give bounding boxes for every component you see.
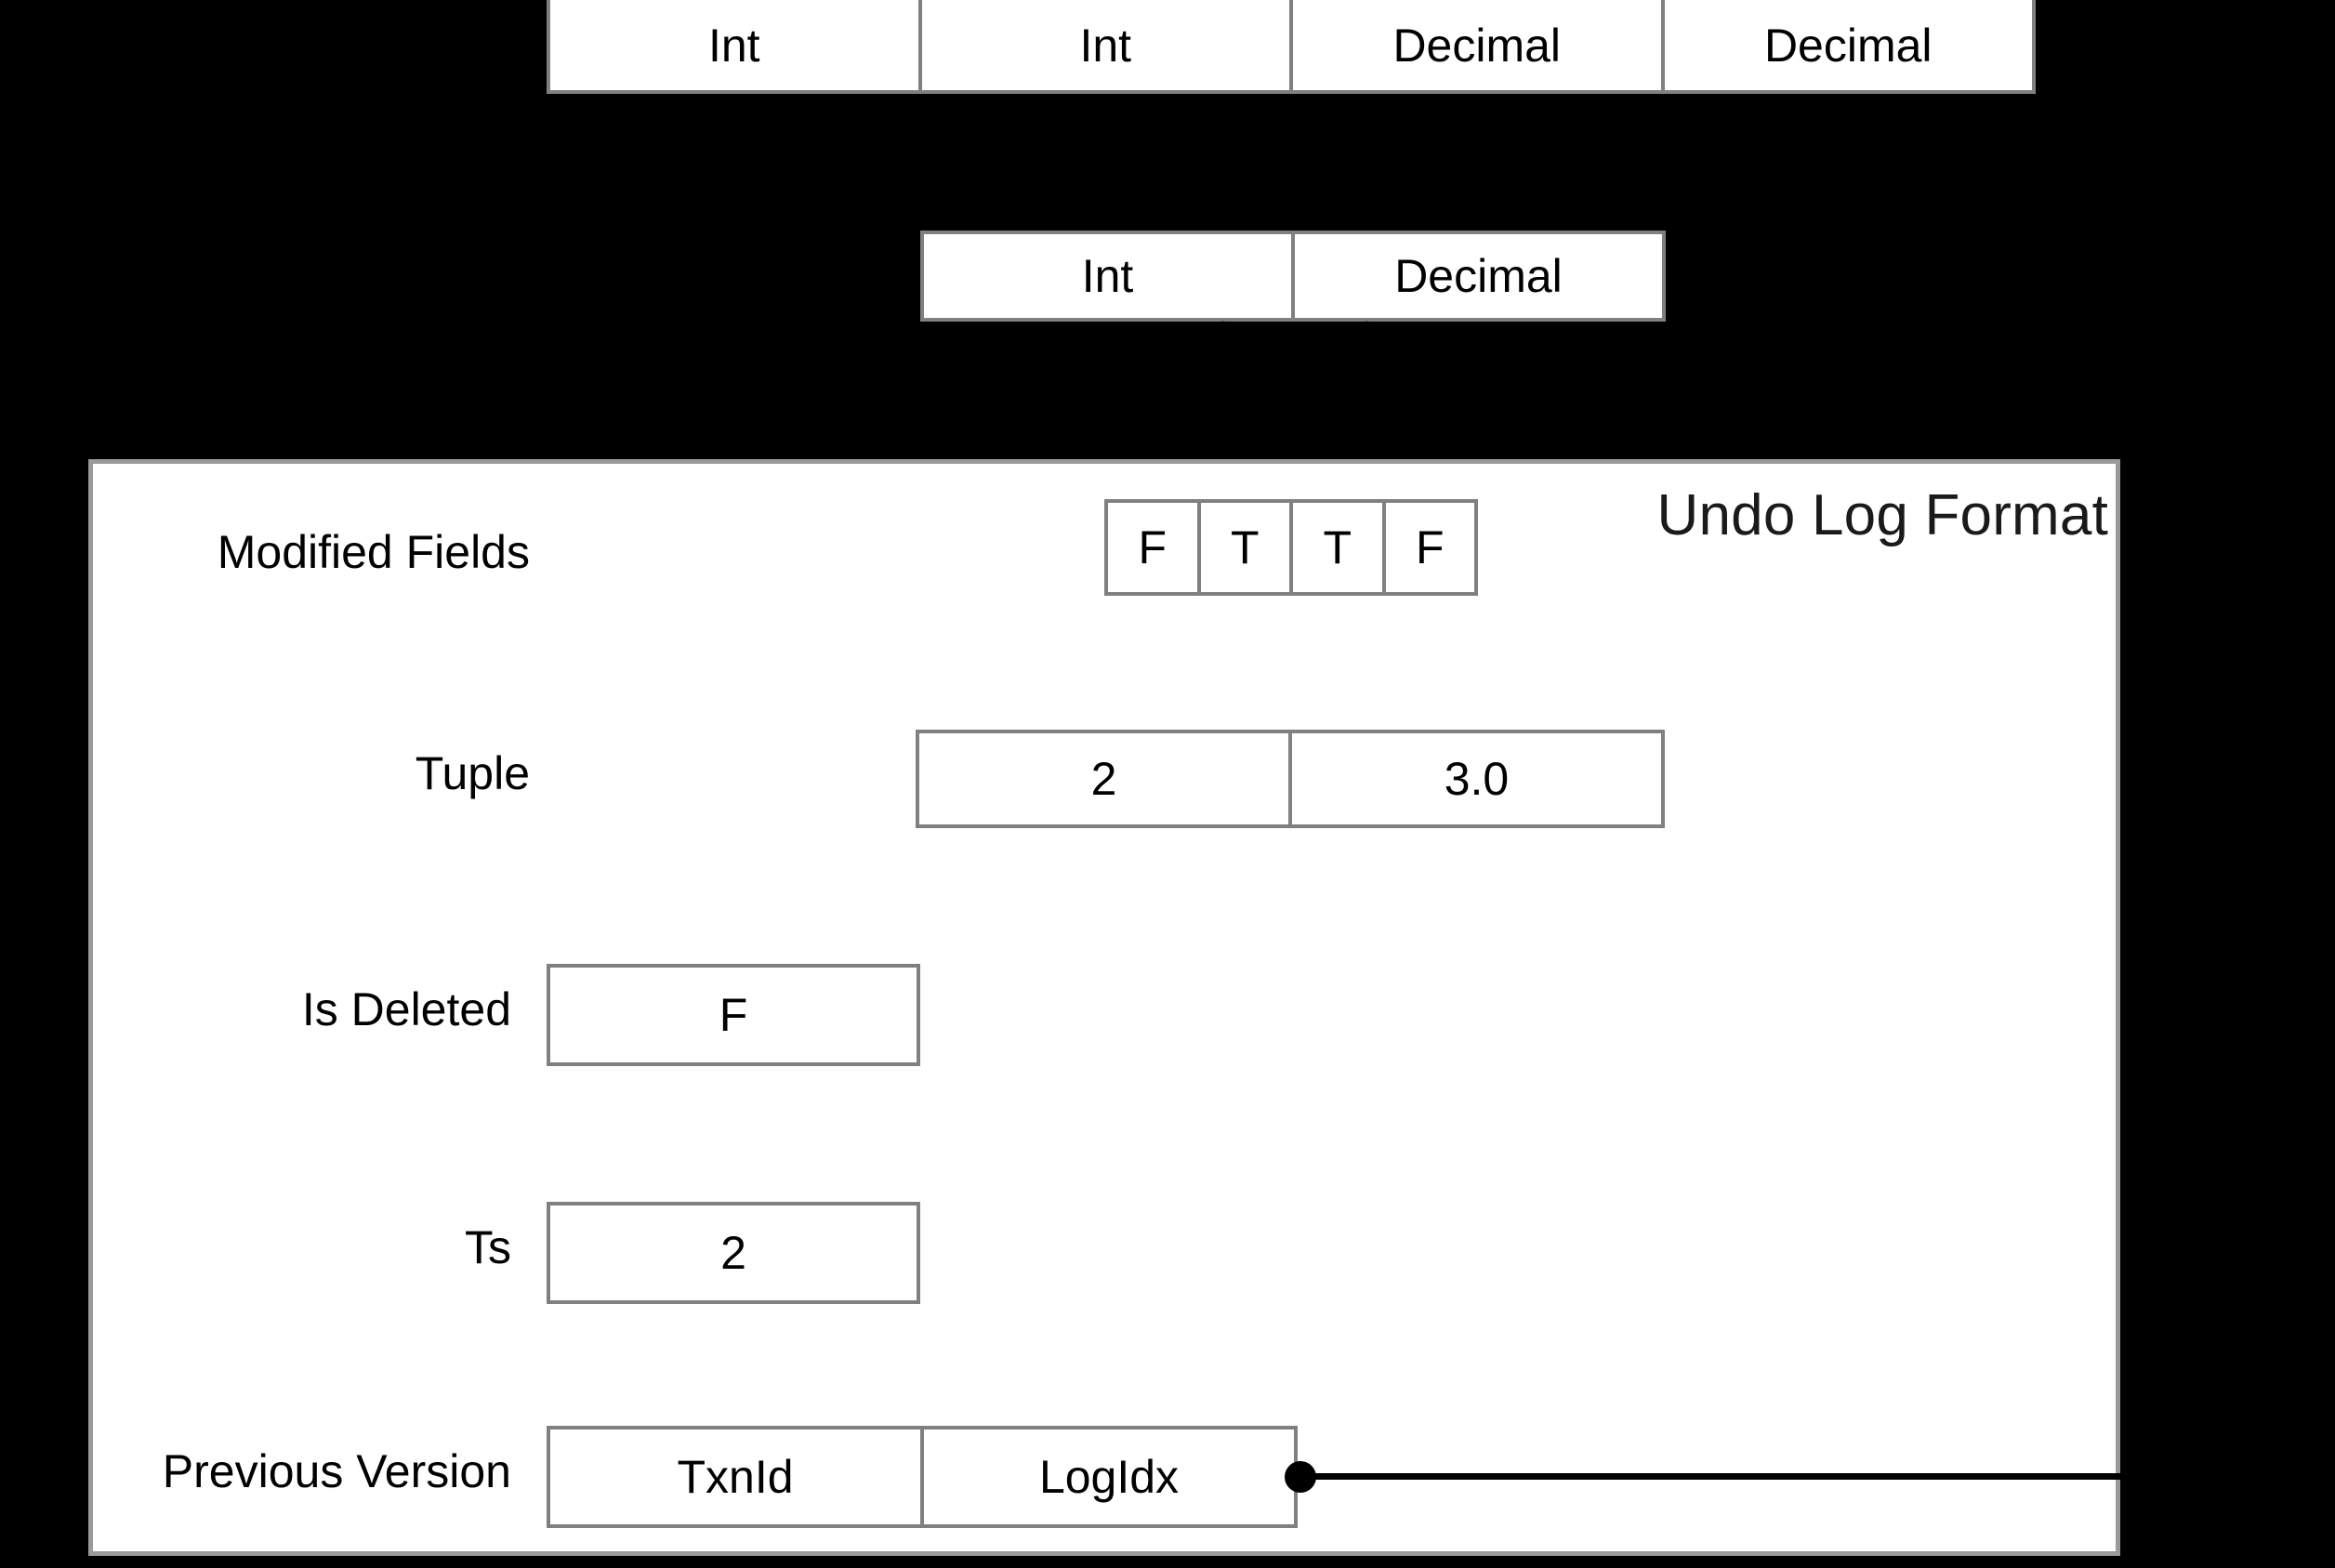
row-label-ts: Ts: [465, 1221, 511, 1273]
table-schema-full-row: Int Int Decimal Decimal: [547, 0, 2036, 94]
tuple-value-1: 3.0: [1292, 733, 1661, 824]
schema-cell-3: Decimal: [1664, 0, 2032, 90]
row-label-tuple: Tuple: [415, 747, 530, 799]
previous-version-txnid: TxnId: [550, 1430, 924, 1524]
tuple-value-0: 2: [919, 733, 1292, 824]
previous-version-row: TxnId LogIdx: [547, 1426, 1298, 1528]
row-label-is-deleted: Is Deleted: [301, 983, 511, 1035]
is-deleted-row: F: [547, 964, 920, 1066]
modified-field-flag-0: F: [1108, 503, 1201, 592]
ts-row: 2: [547, 1202, 920, 1304]
is-deleted-value: F: [550, 968, 917, 1062]
schema-partial-cell-0: Int: [924, 234, 1295, 318]
panel-title: Undo Log Format: [1656, 483, 2108, 547]
schema-cell-0: Int: [550, 0, 922, 90]
previous-version-pointer-line: [1306, 1473, 2128, 1480]
undo-log-format-panel: Undo Log Format: [88, 459, 2120, 1556]
schema-cell-2: Decimal: [1293, 0, 1665, 90]
modified-field-flag-2: T: [1293, 503, 1386, 592]
modified-field-flag-1: T: [1200, 503, 1293, 592]
modified-fields-row: F T T F: [1104, 499, 1478, 596]
tuple-row: 2 3.0: [916, 730, 1665, 828]
table-schema-partial-row: Int Decimal: [920, 231, 1666, 322]
row-label-modified-fields: Modified Fields: [217, 526, 530, 578]
modified-field-flag-3: F: [1385, 503, 1474, 592]
schema-cell-1: Int: [921, 0, 1293, 90]
schema-partial-cell-1: Decimal: [1295, 234, 1662, 318]
previous-version-logidx: LogIdx: [924, 1430, 1294, 1524]
ts-value: 2: [550, 1206, 917, 1300]
row-label-previous-version: Previous Version: [162, 1445, 511, 1497]
